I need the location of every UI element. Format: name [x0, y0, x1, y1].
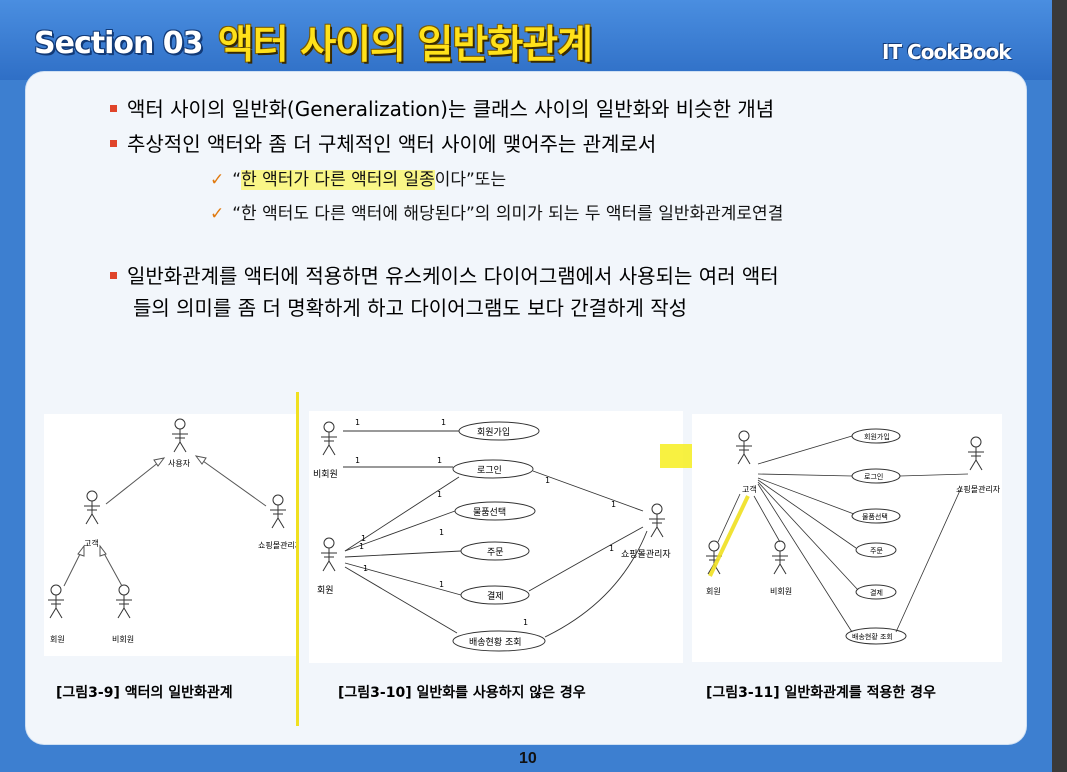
- actor-icon: [115, 584, 133, 619]
- usecase-label: 물품선택: [473, 507, 506, 518]
- usecase-label: 결제: [870, 588, 883, 597]
- multiplicity-label: 1: [441, 418, 446, 427]
- highlighted-text: 한 액터가 다른 액터의 일종: [241, 170, 435, 190]
- slide-header: [0, 0, 1052, 80]
- caption-figure-3-11: [그림3-11] 일반화관계를 적용한 경우: [706, 685, 936, 701]
- actor-icon: [83, 490, 101, 525]
- multiplicity-label: 1: [523, 618, 528, 627]
- actor-label: 쇼핑몰관리자: [258, 540, 296, 550]
- diagram-with-generalization: 고객 쇼핑몰관리자 회원 비회원 회원가입 로그인 물품선택 주문 결제 배송현…: [705, 428, 1001, 645]
- usecase-label: 주문: [487, 547, 504, 558]
- multiplicity-label: 1: [439, 580, 444, 589]
- usecase-label: 주문: [870, 547, 883, 555]
- actor-label: 쇼핑몰관리자: [621, 549, 671, 560]
- bullet-square-icon: [110, 140, 117, 147]
- usecase-label: 로그인: [477, 465, 502, 476]
- multiplicity-label: 1: [439, 528, 444, 537]
- actor-label: 회원: [317, 585, 334, 596]
- caption-figure-3-9: [그림3-9] 액터의 일반화관계: [56, 685, 233, 701]
- page-number: 10: [519, 750, 537, 767]
- multiplicity-label: 1: [361, 534, 366, 543]
- actor-icon: [320, 537, 338, 572]
- check-icon: ✓: [210, 170, 225, 190]
- multiplicity-label: 1: [363, 564, 368, 573]
- actor-icon: [967, 436, 985, 471]
- figure-actor-generalization: 사용자 고객 쇼핑몰관리자 회원 비회원: [44, 414, 303, 656]
- multiplicity-label: 1: [359, 542, 364, 551]
- multiplicity-label: 1: [437, 456, 442, 465]
- diagram-actor-generalization: 사용자 고객 쇼핑몰관리자 회원 비회원: [47, 418, 303, 644]
- actor-label: 비회원: [313, 469, 338, 480]
- actor-icon: [269, 494, 287, 529]
- bullet-3: 일반화관계를 액터에 적용하면 유스케이스 다이어그램에서 사용되는 여러 액터: [110, 260, 779, 293]
- figure-with-generalization: 고객 쇼핑몰관리자 회원 비회원 회원가입 로그인 물품선택 주문 결제 배송현…: [692, 414, 1002, 662]
- actor-label: 고객: [84, 538, 99, 548]
- multiplicity-label: 1: [437, 490, 442, 499]
- right-border: [1052, 0, 1067, 772]
- actor-label: 회원: [50, 635, 65, 644]
- usecase-label: 회원가입: [864, 432, 890, 441]
- actor-label: 사용자: [168, 459, 191, 468]
- actor-label: 쇼핑몰관리자: [956, 484, 1001, 494]
- section-label: Section 03: [34, 26, 204, 61]
- multiplicity-label: 1: [611, 500, 616, 509]
- actor-icon: [648, 503, 666, 538]
- figure-without-generalization: 비회원 회원 쇼핑몰관리자 회원가입 로그인 물품선택 주문 결제 배송현황 조…: [309, 411, 683, 663]
- bullet-square-icon: [110, 105, 117, 112]
- usecase-label: 배송현황 조회: [469, 637, 522, 648]
- check-icon: ✓: [210, 204, 225, 224]
- diagram-without-generalization: 비회원 회원 쇼핑몰관리자 회원가입 로그인 물품선택 주문 결제 배송현황 조…: [313, 418, 671, 652]
- usecase-label: 회원가입: [477, 426, 510, 438]
- usecase-label: 물품선택: [862, 512, 888, 521]
- actor-icon: [771, 540, 789, 575]
- multiplicity-label: 1: [609, 544, 614, 553]
- actor-label: 비회원: [770, 587, 792, 596]
- actor-icon: [320, 421, 338, 456]
- bullet-3-continued: 들의 의미를 좀 더 명확하게 하고 다이어그램도 보다 간결하게 작성: [133, 296, 688, 320]
- multiplicity-label: 1: [545, 476, 550, 485]
- caption-figure-3-10: [그림3-10] 일반화를 사용하지 않은 경우: [338, 685, 586, 701]
- multiplicity-label: 1: [355, 456, 360, 465]
- multiplicity-label: 1: [355, 418, 360, 427]
- usecase-label: 배송현황 조회: [852, 632, 893, 641]
- actor-icon: [735, 430, 753, 465]
- bullet-1: 액터 사이의 일반화(Generalization)는 클래스 사이의 일반화와…: [110, 93, 774, 126]
- marker-line: [296, 392, 299, 726]
- sub-bullet-1: ✓“한 액터가 다른 액터의 일종이다”또는: [210, 170, 507, 190]
- brand-logo: IT CookBook: [882, 40, 1012, 64]
- actor-label: 비회원: [112, 635, 134, 644]
- usecase-label: 결제: [487, 591, 504, 602]
- actor-label: 고객: [742, 484, 757, 494]
- bullet-square-icon: [110, 272, 117, 279]
- bullet-2: 추상적인 액터와 좀 더 구체적인 액터 사이에 맺어주는 관계로서: [110, 128, 656, 161]
- sub-bullet-2: ✓“한 액터도 다른 액터에 해당된다”의 의미가 되는 두 액터를 일반화관계…: [210, 204, 784, 224]
- actor-icon: [171, 418, 189, 453]
- actor-icon: [47, 584, 65, 619]
- section-title: 액터 사이의 일반화관계: [218, 23, 593, 68]
- usecase-label: 로그인: [864, 472, 883, 481]
- actor-label: 회원: [706, 587, 721, 596]
